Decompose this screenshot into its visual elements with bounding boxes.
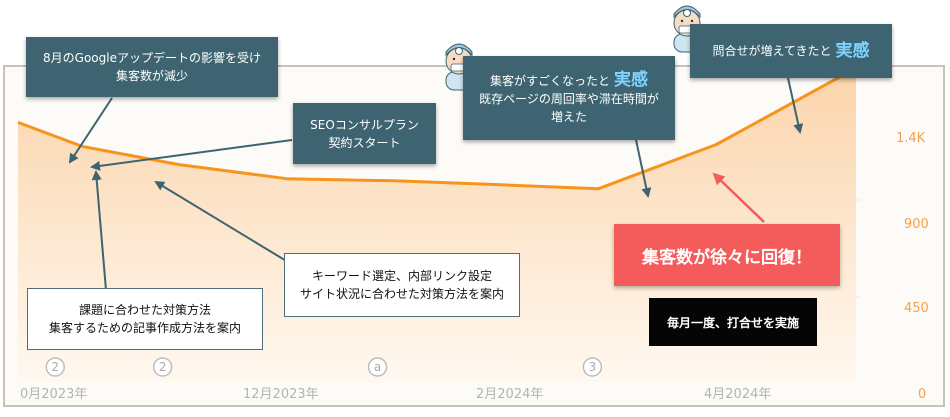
callout-issues: 課題に合わせた対策方法 集客するための記事作成方法を案内 [27,288,263,350]
callout-inquiries-up-text: 問合せが増えてきたと [712,44,832,58]
callout-recovery-text: 集客数が徐々に回復！ [642,247,812,268]
callout-visitors-up: 集客がすごくなったと実感 既存ページの周回率や滞在時間が 増えた [463,56,675,140]
y-tick-label: 450 [904,301,929,316]
arrow-google-update [68,97,113,164]
callout-seo-start-line2: 契約スタート [328,135,401,150]
callout-visitors-up-text: 集客がすごくなったと [489,73,610,88]
arrow-seo-start [90,139,293,171]
callout-keyword-line1: キーワード選定、内部リンク設定 [311,269,492,283]
arrow-inquiries-up [787,77,804,134]
y-tick-label: 0 [918,387,926,402]
event-marker-circle[interactable] [582,357,603,377]
x-tick-label: 4月2024年 [704,387,771,402]
callout-google-update: 8月のGoogleアップデートの影響を受け 集客数が減少 [26,37,278,97]
event-marker-circle[interactable] [45,357,65,377]
callout-issues-line2: 集客するための記事作成方法を案内 [48,321,241,335]
callout-inquiries-up-accent: 実感 [835,41,870,61]
series-line [17,66,857,191]
arrow-visitors-up [635,139,652,198]
callout-seo-start: SEOコンサルプラン 契約スタート [293,103,436,164]
arrow-recovery [712,172,765,223]
callout-issues-line1: 課題に合わせた対策方法 [78,303,211,317]
x-tick-label: 2月2024年 [476,387,543,402]
callout-visitors-up-line1: 集客がすごくなったと実感 [490,71,648,90]
callout-inquiries-up: 問合せが増えてきたと実感 [690,24,892,78]
y-tick-label: 900 [904,217,929,232]
callout-monthly-meeting-text: 毎月一度、打合せを実施 [666,315,799,330]
callout-keyword: キーワード選定、内部リンク設定 サイト状況に合わせた対策方法を案内 [284,253,520,317]
arrow-keyword [154,180,289,263]
callout-visitors-up-line3: 増えた [550,109,587,124]
event-marker-label: a [374,360,381,374]
callout-google-update-line2: 集客数が減少 [115,69,188,83]
y-tick-label: 1.4K [896,131,926,146]
x-tick-label: 0月2023年 [20,387,87,402]
event-marker-label: 3 [589,360,597,374]
callout-visitors-up-line2: 既存ページの周回率や滞在時間が [479,91,659,106]
event-marker-circle[interactable] [152,357,173,377]
event-marker-label: 2 [51,360,59,374]
callout-google-update-line1: 8月のGoogleアップデートの影響を受け [43,51,261,65]
x-tick-label: 12月2023年 [243,387,319,402]
callout-recovery: 集客数が徐々に回復！ [614,224,840,286]
arrow-issues [91,170,107,291]
event-marker-circle[interactable] [367,357,388,377]
callout-monthly-meeting: 毎月一度、打合せを実施 [649,298,817,346]
event-marker-label: 2 [159,360,167,374]
callout-visitors-up-accent: 実感 [614,69,648,90]
callout-seo-start-line1: SEOコンサルプラン [310,117,419,132]
callout-keyword-line2: サイト状況に合わせた対策方法を案内 [299,287,504,301]
